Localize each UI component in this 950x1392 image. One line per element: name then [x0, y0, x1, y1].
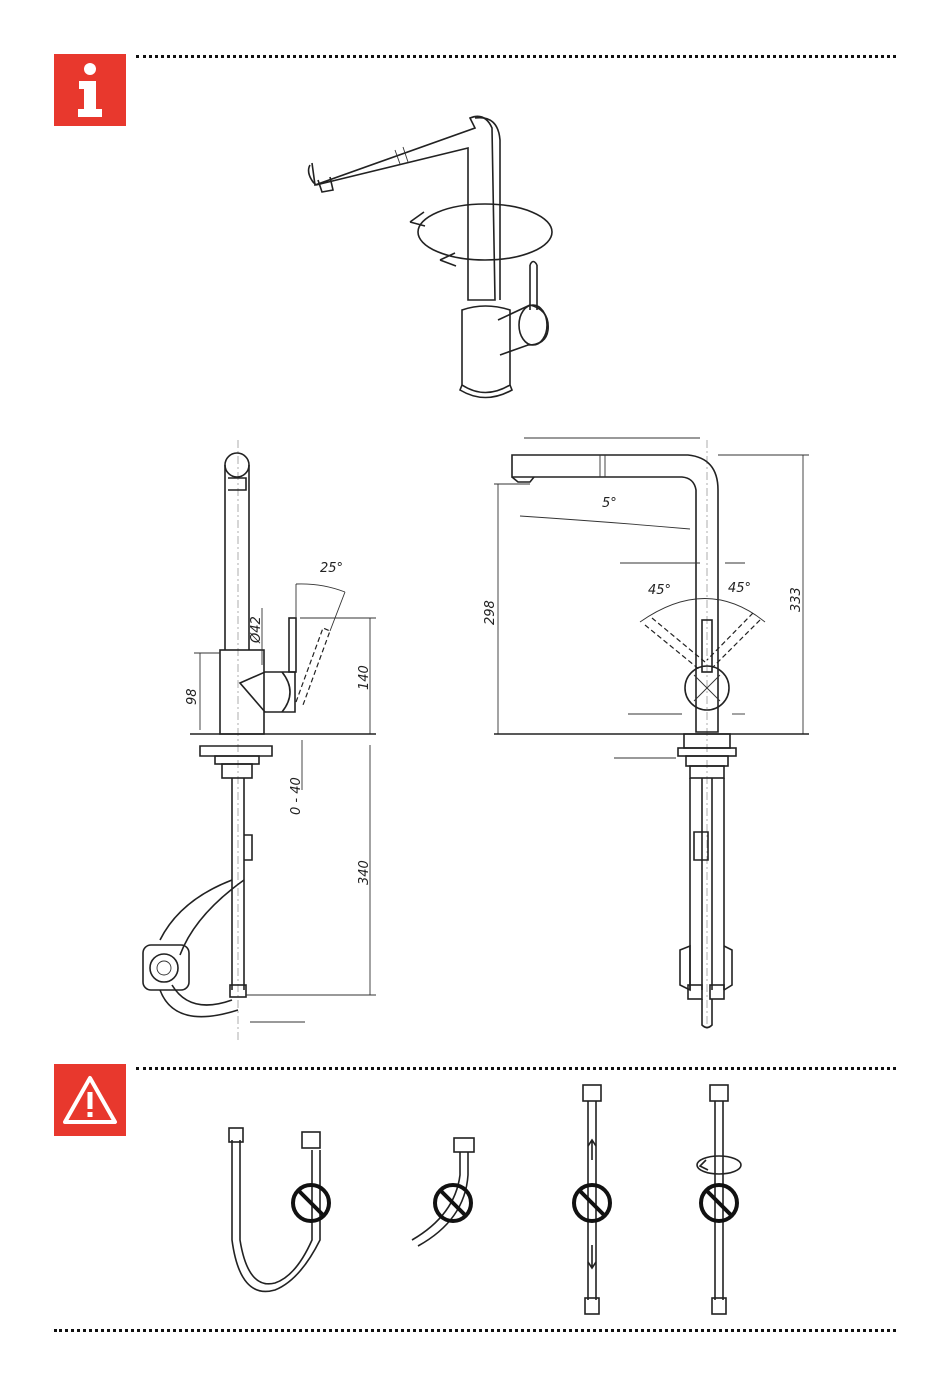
dim-deck-thickness: 0 - 40: [289, 777, 304, 815]
hose-warning-3: [574, 1085, 610, 1314]
dim-hose-length: 340: [357, 860, 372, 885]
dim-diameter: Ø42: [249, 616, 264, 644]
dim-height-body: 98: [185, 688, 200, 705]
dim-angle-right: 45°: [728, 581, 751, 596]
hose-warning-1: [229, 1128, 329, 1291]
faucet-side-view: 25° Ø42 98 140 0 - 40 340: [143, 440, 376, 1040]
faucet-front-view: 5° 45° 45° 298 333: [483, 438, 809, 1030]
dim-angle-spout: 5°: [602, 496, 617, 511]
prohibited-icon: [574, 1185, 610, 1221]
dim-height-lever: 140: [357, 665, 372, 690]
hose-warning-4: [697, 1085, 741, 1314]
prohibited-icon: [293, 1185, 329, 1221]
faucet-perspective: [309, 116, 552, 397]
dim-height-total-left: 298: [483, 600, 498, 625]
prohibited-icon: [701, 1185, 737, 1221]
dim-angle-left: 45°: [648, 583, 671, 598]
hose-warning-2: [412, 1138, 474, 1246]
dim-angle-lever: 25°: [320, 561, 343, 576]
dim-height-total-right: 333: [789, 587, 804, 612]
